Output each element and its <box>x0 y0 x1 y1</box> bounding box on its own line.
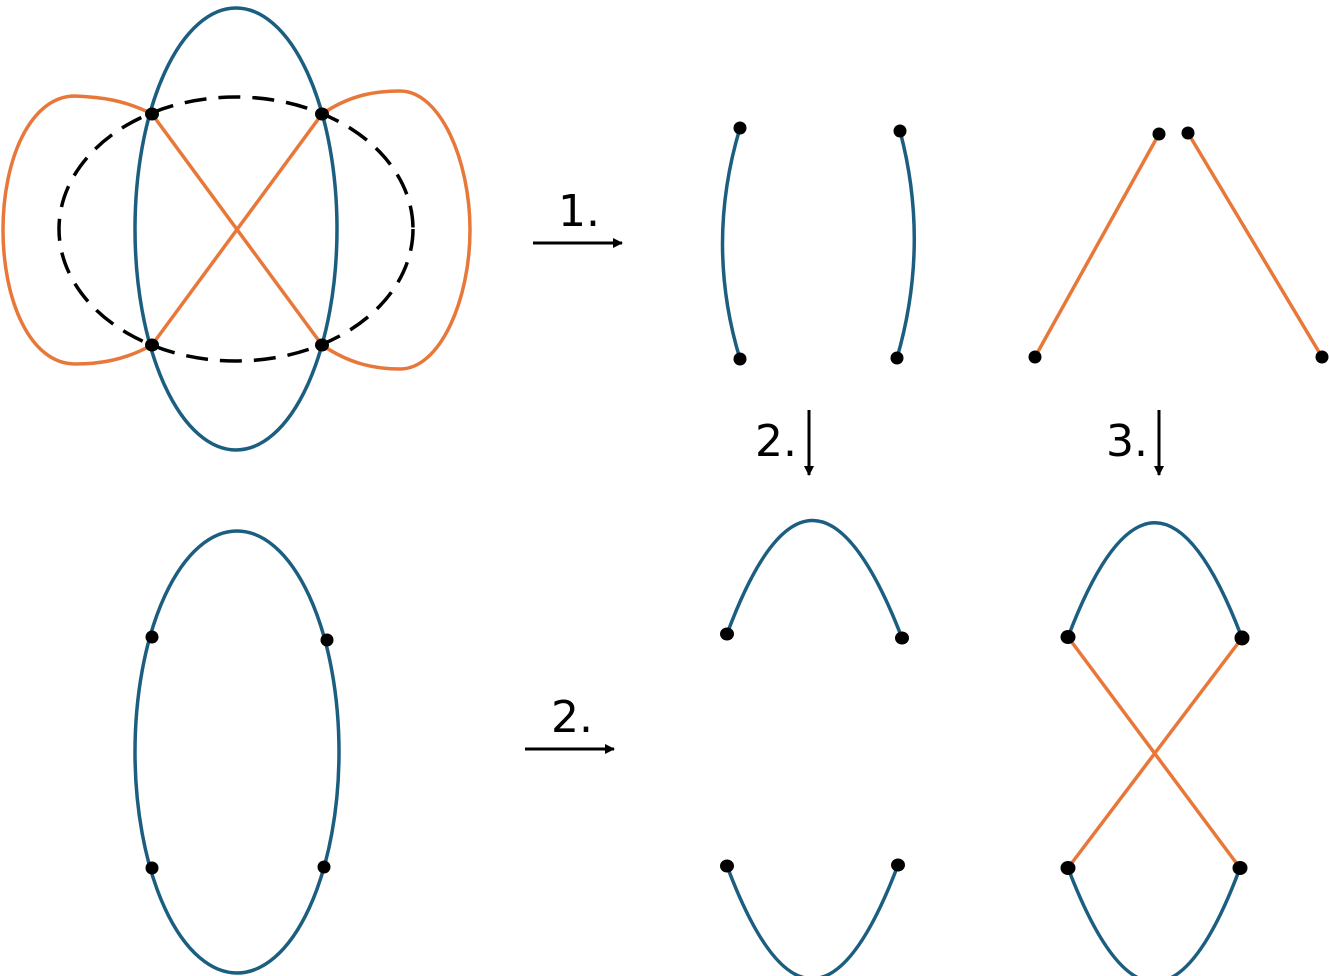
node-dot <box>145 338 159 352</box>
orange-strand-right <box>1186 132 1324 358</box>
dashed-horizontal-loop <box>57 95 415 363</box>
node-dot <box>891 858 905 872</box>
node-dot <box>720 859 734 873</box>
blue-arc-left <box>720 127 742 360</box>
step2-down-label: 2. <box>755 416 797 467</box>
node-dot <box>733 352 747 366</box>
blue-cap-top <box>1066 521 1244 639</box>
node-dot <box>893 124 907 138</box>
blue-loop <box>133 529 341 975</box>
step1-label: 1. <box>558 186 600 237</box>
orange-strands-separated <box>1028 126 1329 364</box>
blue-loop-with-points <box>133 529 341 975</box>
node-dot <box>145 861 159 875</box>
node-dot <box>145 107 159 121</box>
initial-configuration <box>1 6 472 452</box>
figure-eight-result <box>1060 521 1250 976</box>
blue-caps <box>720 518 909 976</box>
step3-down-label: 3. <box>1106 416 1148 467</box>
node-dot <box>145 630 159 644</box>
node-dot <box>315 107 329 121</box>
node-dot <box>1181 126 1195 140</box>
node-dot <box>1060 630 1076 644</box>
blue-cap-bottom <box>1066 867 1242 976</box>
node-dot <box>320 633 334 647</box>
blue-arcs-separated <box>720 121 916 366</box>
blue-cap-top <box>725 518 904 639</box>
node-dot <box>733 121 747 135</box>
node-dot <box>315 338 329 352</box>
orange-left-lobe <box>1 94 153 366</box>
node-dot <box>1315 350 1329 364</box>
node-dot <box>1152 127 1166 141</box>
orange-cross-b <box>1066 636 1244 870</box>
orange-cross-b <box>150 112 324 347</box>
blue-cap-bottom <box>725 864 900 976</box>
node-dot <box>720 627 734 641</box>
node-dot <box>1028 350 1042 364</box>
blue-arc-right <box>895 130 916 359</box>
step2-right-label: 2. <box>551 692 593 743</box>
orange-right-lobe <box>321 89 472 371</box>
node-dot <box>317 860 331 874</box>
blue-vertical-loop <box>133 6 339 452</box>
orange-strand-left <box>1033 133 1161 358</box>
node-dot <box>890 351 904 365</box>
node-dot <box>1234 630 1250 646</box>
node-dot <box>1060 861 1076 875</box>
node-dot <box>1232 861 1248 875</box>
node-dot <box>895 631 909 645</box>
